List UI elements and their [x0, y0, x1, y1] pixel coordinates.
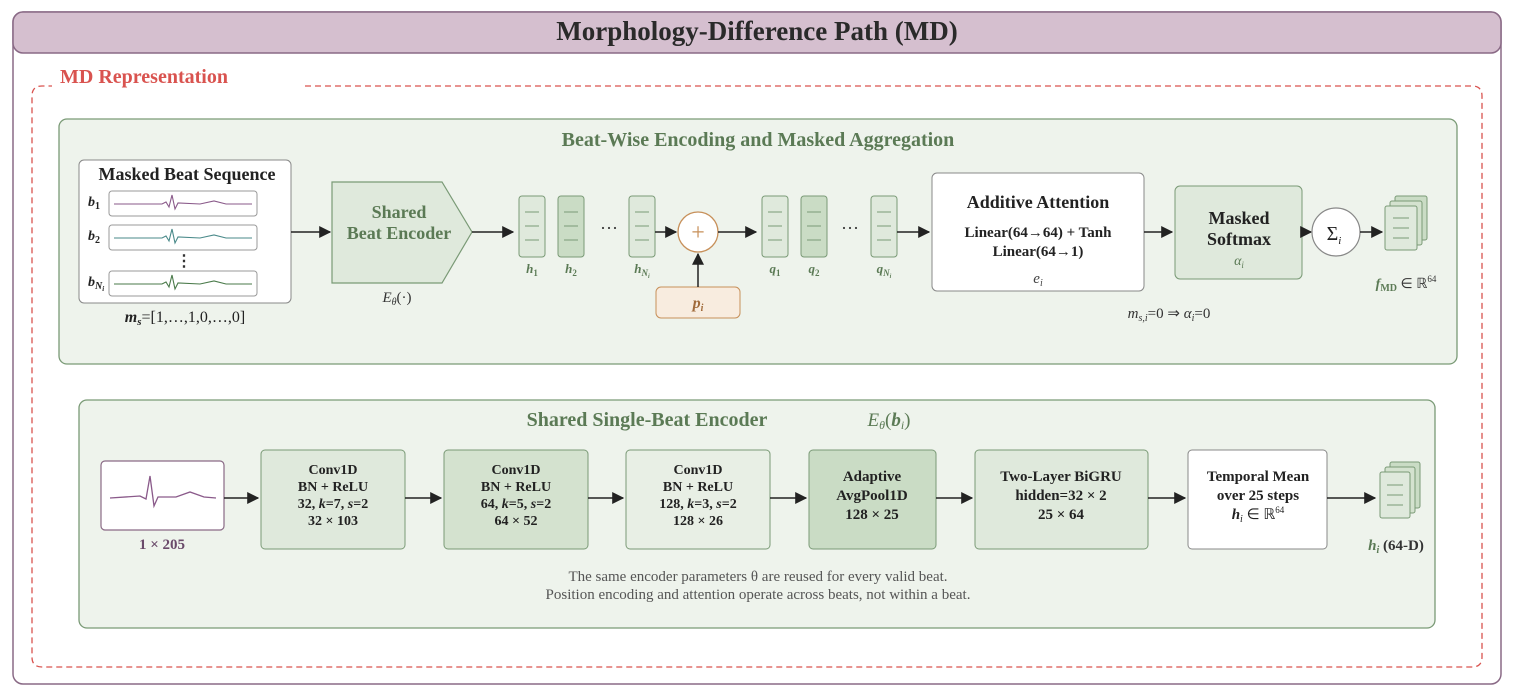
fmd-output-stack	[1384, 195, 1428, 251]
h-label-1: h1	[526, 261, 538, 278]
softmax-line2: Softmax	[1207, 229, 1271, 249]
shared-encoder-caption: Eθ(·)	[381, 290, 411, 308]
beat-label-1: b1	[88, 195, 100, 212]
svg-text:64 × 52: 64 × 52	[495, 514, 538, 529]
q-label-1: q1	[770, 261, 782, 278]
vdots: ⋮	[176, 253, 192, 270]
shared-beat-encoder	[331, 181, 473, 284]
encoder-note-1: The same encoder parameters θ are reused…	[568, 569, 947, 585]
conv3-block: Conv1D BN + ReLU 128, k=3, s=2 128 × 26	[625, 449, 771, 550]
svg-text:Two-Layer BiGRU: Two-Layer BiGRU	[1000, 469, 1122, 485]
q-vector-2	[800, 195, 828, 258]
attention-title: Additive Attention	[967, 192, 1110, 212]
softmax-line1: Masked	[1208, 208, 1269, 228]
md-representation-border	[31, 85, 1483, 668]
svg-text:Conv1D: Conv1D	[308, 463, 357, 478]
mask-vector-label: ms=[1,…,1,0,…,0]	[125, 309, 245, 328]
svg-text:BN + ReLU: BN + ReLU	[663, 480, 733, 495]
svg-text:AvgPool1D: AvgPool1D	[836, 488, 908, 504]
svg-text:Conv1D: Conv1D	[491, 463, 540, 478]
beat-label-n: bNi	[88, 275, 104, 293]
q-vector-n	[870, 195, 898, 258]
input-beat-waveform	[109, 475, 217, 509]
svg-text:Conv1D: Conv1D	[673, 463, 722, 478]
adaptive-pool-block: Adaptive AvgPool1D 128 × 25	[808, 449, 937, 550]
svg-text:32, k=7, s=2: 32, k=7, s=2	[298, 497, 368, 512]
svg-text:64, k=5, s=2: 64, k=5, s=2	[481, 497, 551, 512]
svg-text:128, k=3, s=2: 128, k=3, s=2	[659, 497, 736, 512]
q-label-n: qNi	[877, 261, 892, 280]
beat-waveform-n	[114, 274, 252, 291]
page-title: Morphology-Difference Path (MD)	[556, 16, 957, 46]
sum-symbol: Σi	[1327, 223, 1342, 247]
h-label-n: hNi	[634, 261, 650, 280]
shared-encoder-line1: Shared	[372, 202, 427, 222]
single-beat-eq: Eθ(bi)	[866, 410, 910, 432]
q-ellipsis: ···	[841, 218, 859, 238]
mask-rule: ms,i=0 ⇒ αi=0	[1128, 306, 1211, 324]
fmd-output-label: fMD ∈ ℝ64	[1376, 274, 1437, 294]
svg-text:128 × 25: 128 × 25	[845, 507, 899, 523]
svg-text:hidden=32 × 2: hidden=32 × 2	[1015, 488, 1106, 504]
svg-text:Temporal Mean: Temporal Mean	[1207, 469, 1310, 485]
h-vector-1	[518, 195, 546, 258]
beat-waveform-2	[114, 228, 252, 245]
plus-symbol: +	[691, 220, 705, 246]
beat-label-2: b2	[88, 229, 100, 246]
svg-text:hi ∈ ℝ64: hi ∈ ℝ64	[1232, 505, 1285, 525]
beat-waveform-1	[114, 194, 252, 211]
svg-text:32 × 103: 32 × 103	[308, 514, 358, 529]
temporal-mean-block: Temporal Mean over 25 steps hi ∈ ℝ64	[1187, 449, 1328, 550]
softmax-output-alpha: αi	[1234, 254, 1244, 270]
encoder-note-2: Position encoding and attention operate …	[546, 587, 971, 603]
h-vector-2	[557, 195, 585, 258]
beatwise-title: Beat-Wise Encoding and Masked Aggregatio…	[562, 129, 955, 151]
position-encoding-label: pi	[691, 295, 704, 314]
shared-encoder-line2: Beat Encoder	[347, 223, 451, 243]
attention-output-e: ei	[1033, 271, 1043, 289]
single-beat-title: Shared Single-Beat Encoder	[527, 409, 768, 431]
hi-output-stack	[1379, 461, 1421, 519]
h-vector-n	[628, 195, 656, 258]
attention-line1: Linear(64→64) + Tanh	[965, 225, 1113, 241]
svg-text:Adaptive: Adaptive	[843, 469, 902, 485]
conv2-block: Conv1D BN + ReLU 64, k=5, s=2 64 × 52	[443, 449, 589, 550]
md-representation-label: MD Representation	[60, 66, 228, 88]
svg-text:128 × 26: 128 × 26	[673, 514, 723, 529]
svg-text:BN + ReLU: BN + ReLU	[298, 480, 368, 495]
h-ellipsis: ···	[600, 218, 618, 238]
q-vector-1	[761, 195, 789, 258]
header-bar	[12, 11, 1502, 54]
q-label-2: q2	[809, 261, 821, 278]
bigru-block: Two-Layer BiGRU hidden=32 × 2 25 × 64	[974, 449, 1149, 550]
input-beat-box	[100, 460, 225, 531]
svg-text:over 25 steps: over 25 steps	[1217, 488, 1299, 504]
masked-seq-title: Masked Beat Sequence	[99, 164, 276, 184]
h-label-2: h2	[565, 261, 577, 278]
hi-output-label: hi (64-D)	[1368, 538, 1424, 556]
attention-line2: Linear(64→1)	[993, 244, 1084, 260]
svg-text:BN + ReLU: BN + ReLU	[481, 480, 551, 495]
svg-text:25 × 64: 25 × 64	[1038, 507, 1085, 523]
conv1-block: Conv1D BN + ReLU 32, k=7, s=2 32 × 103	[260, 449, 406, 550]
input-size-label: 1 × 205	[139, 537, 185, 553]
